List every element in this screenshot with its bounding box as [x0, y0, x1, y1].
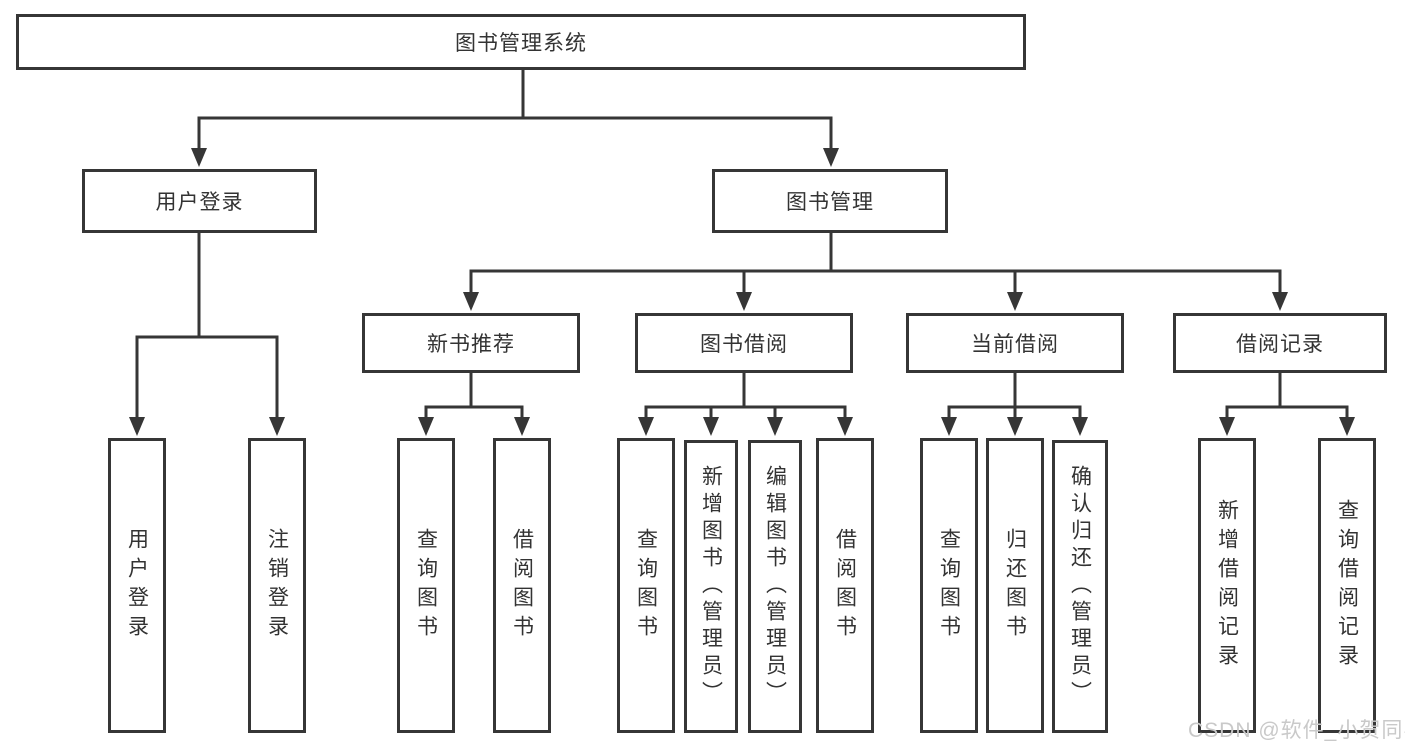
leaf-borrow-borrow-book: 借阅图书 — [816, 438, 874, 733]
leaf-logout-login: 注销登录 — [248, 438, 306, 733]
csdn-watermark: CSDN @软件_小贺同学 — [1188, 719, 1405, 742]
node-new-book-recommend: 新书推荐 — [362, 313, 580, 373]
leaf-current-confirm-return-admin: 确认归还（管理员） — [1052, 440, 1108, 733]
node-book-management: 图书管理 — [712, 169, 948, 233]
node-library-management-system: 图书管理系统 — [16, 14, 1026, 70]
leaf-borrow-add-book-admin: 新增图书（管理员） — [684, 440, 738, 733]
node-book-borrow: 图书借阅 — [635, 313, 853, 373]
leaf-current-return-book: 归还图书 — [986, 438, 1044, 733]
leaf-current-query-book: 查询图书 — [920, 438, 978, 733]
leaf-records-query-record: 查询借阅记录 — [1318, 438, 1376, 733]
node-current-borrow: 当前借阅 — [906, 313, 1124, 373]
node-user-login: 用户登录 — [82, 169, 317, 233]
leaf-records-add-record: 新增借阅记录 — [1198, 438, 1256, 733]
leaf-newrec-borrow-book: 借阅图书 — [493, 438, 551, 733]
node-borrow-records: 借阅记录 — [1173, 313, 1387, 373]
leaf-user-login: 用户登录 — [108, 438, 166, 733]
leaf-borrow-query-book: 查询图书 — [617, 438, 675, 733]
leaf-borrow-edit-book-admin: 编辑图书（管理员） — [748, 440, 802, 733]
leaf-newrec-query-book: 查询图书 — [397, 438, 455, 733]
